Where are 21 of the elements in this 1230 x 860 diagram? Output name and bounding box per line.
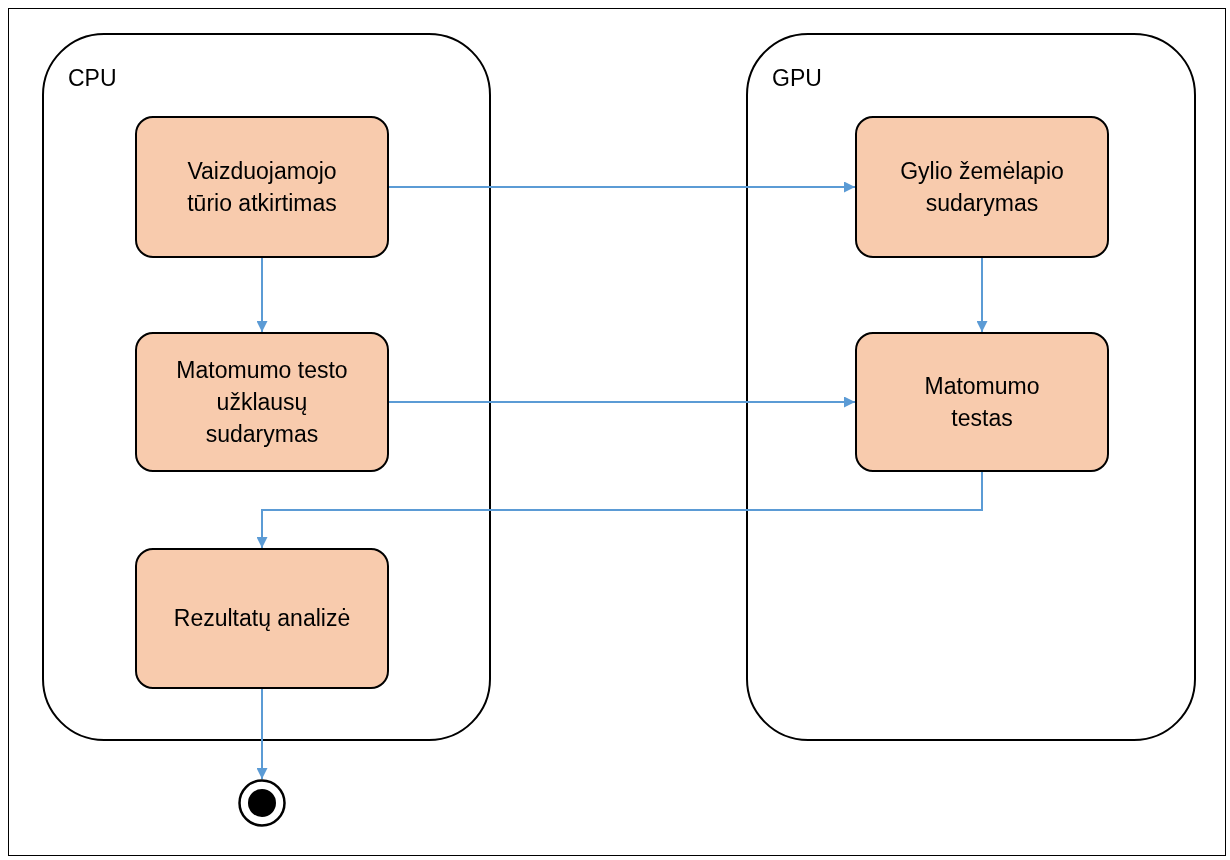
final-state-node xyxy=(238,779,286,827)
activity-label: Rezultatų analizė xyxy=(173,604,351,634)
activity-label: Gylio žemėlapio sudarymas xyxy=(899,156,1065,218)
activity-box xyxy=(855,116,1109,258)
activity-box xyxy=(135,116,389,258)
lane-label: GPU xyxy=(772,65,822,92)
arrow xyxy=(256,257,268,333)
arrow xyxy=(256,688,268,780)
activity-label: Vaizduojamojo tūrio atkirtimas xyxy=(186,156,338,218)
activity-box xyxy=(855,332,1109,472)
arrow xyxy=(388,181,856,193)
activity-label: Matomumo testas xyxy=(923,371,1041,433)
arrow xyxy=(976,257,988,333)
swimlane xyxy=(42,33,491,741)
arrow xyxy=(256,471,983,549)
swimlane xyxy=(746,33,1196,741)
arrow xyxy=(388,396,856,408)
lane-label: CPU xyxy=(68,65,117,92)
activity-box xyxy=(135,332,389,472)
activity-label: Matomumo testo užklausų sudarymas xyxy=(175,355,349,450)
activity-box xyxy=(135,548,389,689)
